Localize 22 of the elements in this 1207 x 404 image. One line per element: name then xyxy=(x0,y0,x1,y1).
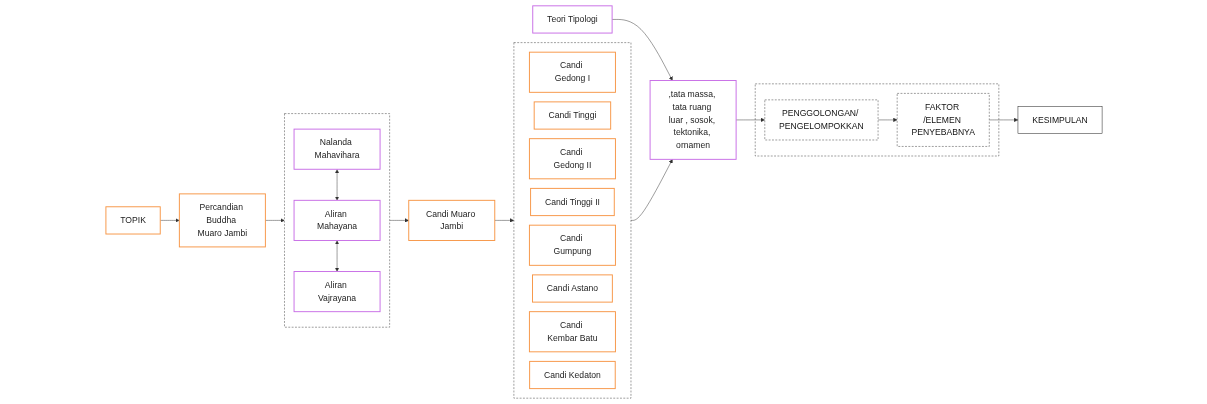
node-box: Aliran Vajrayana xyxy=(293,271,381,313)
cluster xyxy=(754,83,999,157)
node-box: FAKTOR /ELEMEN PENYEBABNYA xyxy=(896,93,989,147)
node-box: Percandian Buddha Muaro Jambi xyxy=(178,193,266,248)
node-box: Candi Astano xyxy=(531,274,613,303)
node-box: Candi Kembar Batu xyxy=(528,311,616,353)
node-box: PENGGOLONGAN/ PENGELOMPOKKAN xyxy=(764,99,878,141)
node-box: Candi Kedaton xyxy=(528,360,616,390)
node-box: Teori Tipologi xyxy=(531,5,613,34)
node-box: Candi Gedong I xyxy=(528,51,616,93)
node-box: Candi Tinggi xyxy=(533,101,611,130)
node-box: Candi Muaro Jambi xyxy=(407,199,495,241)
node-box: Aliran Mahayana xyxy=(293,199,381,241)
node-box: KESIMPULAN xyxy=(1017,106,1102,134)
node-box: Candi Tinggi II xyxy=(529,187,615,217)
node-box: ,tata massa, tata ruang luar , sosok, tektonika, ornamen xyxy=(649,80,737,160)
node-box: Nalanda Mahavihara xyxy=(293,128,381,170)
node-box: TOPIK xyxy=(104,206,161,235)
cluster xyxy=(283,113,390,328)
node-box: Candi Gedong II xyxy=(528,138,616,180)
node-box: Candi Gumpung xyxy=(528,224,616,266)
cluster xyxy=(513,42,631,399)
